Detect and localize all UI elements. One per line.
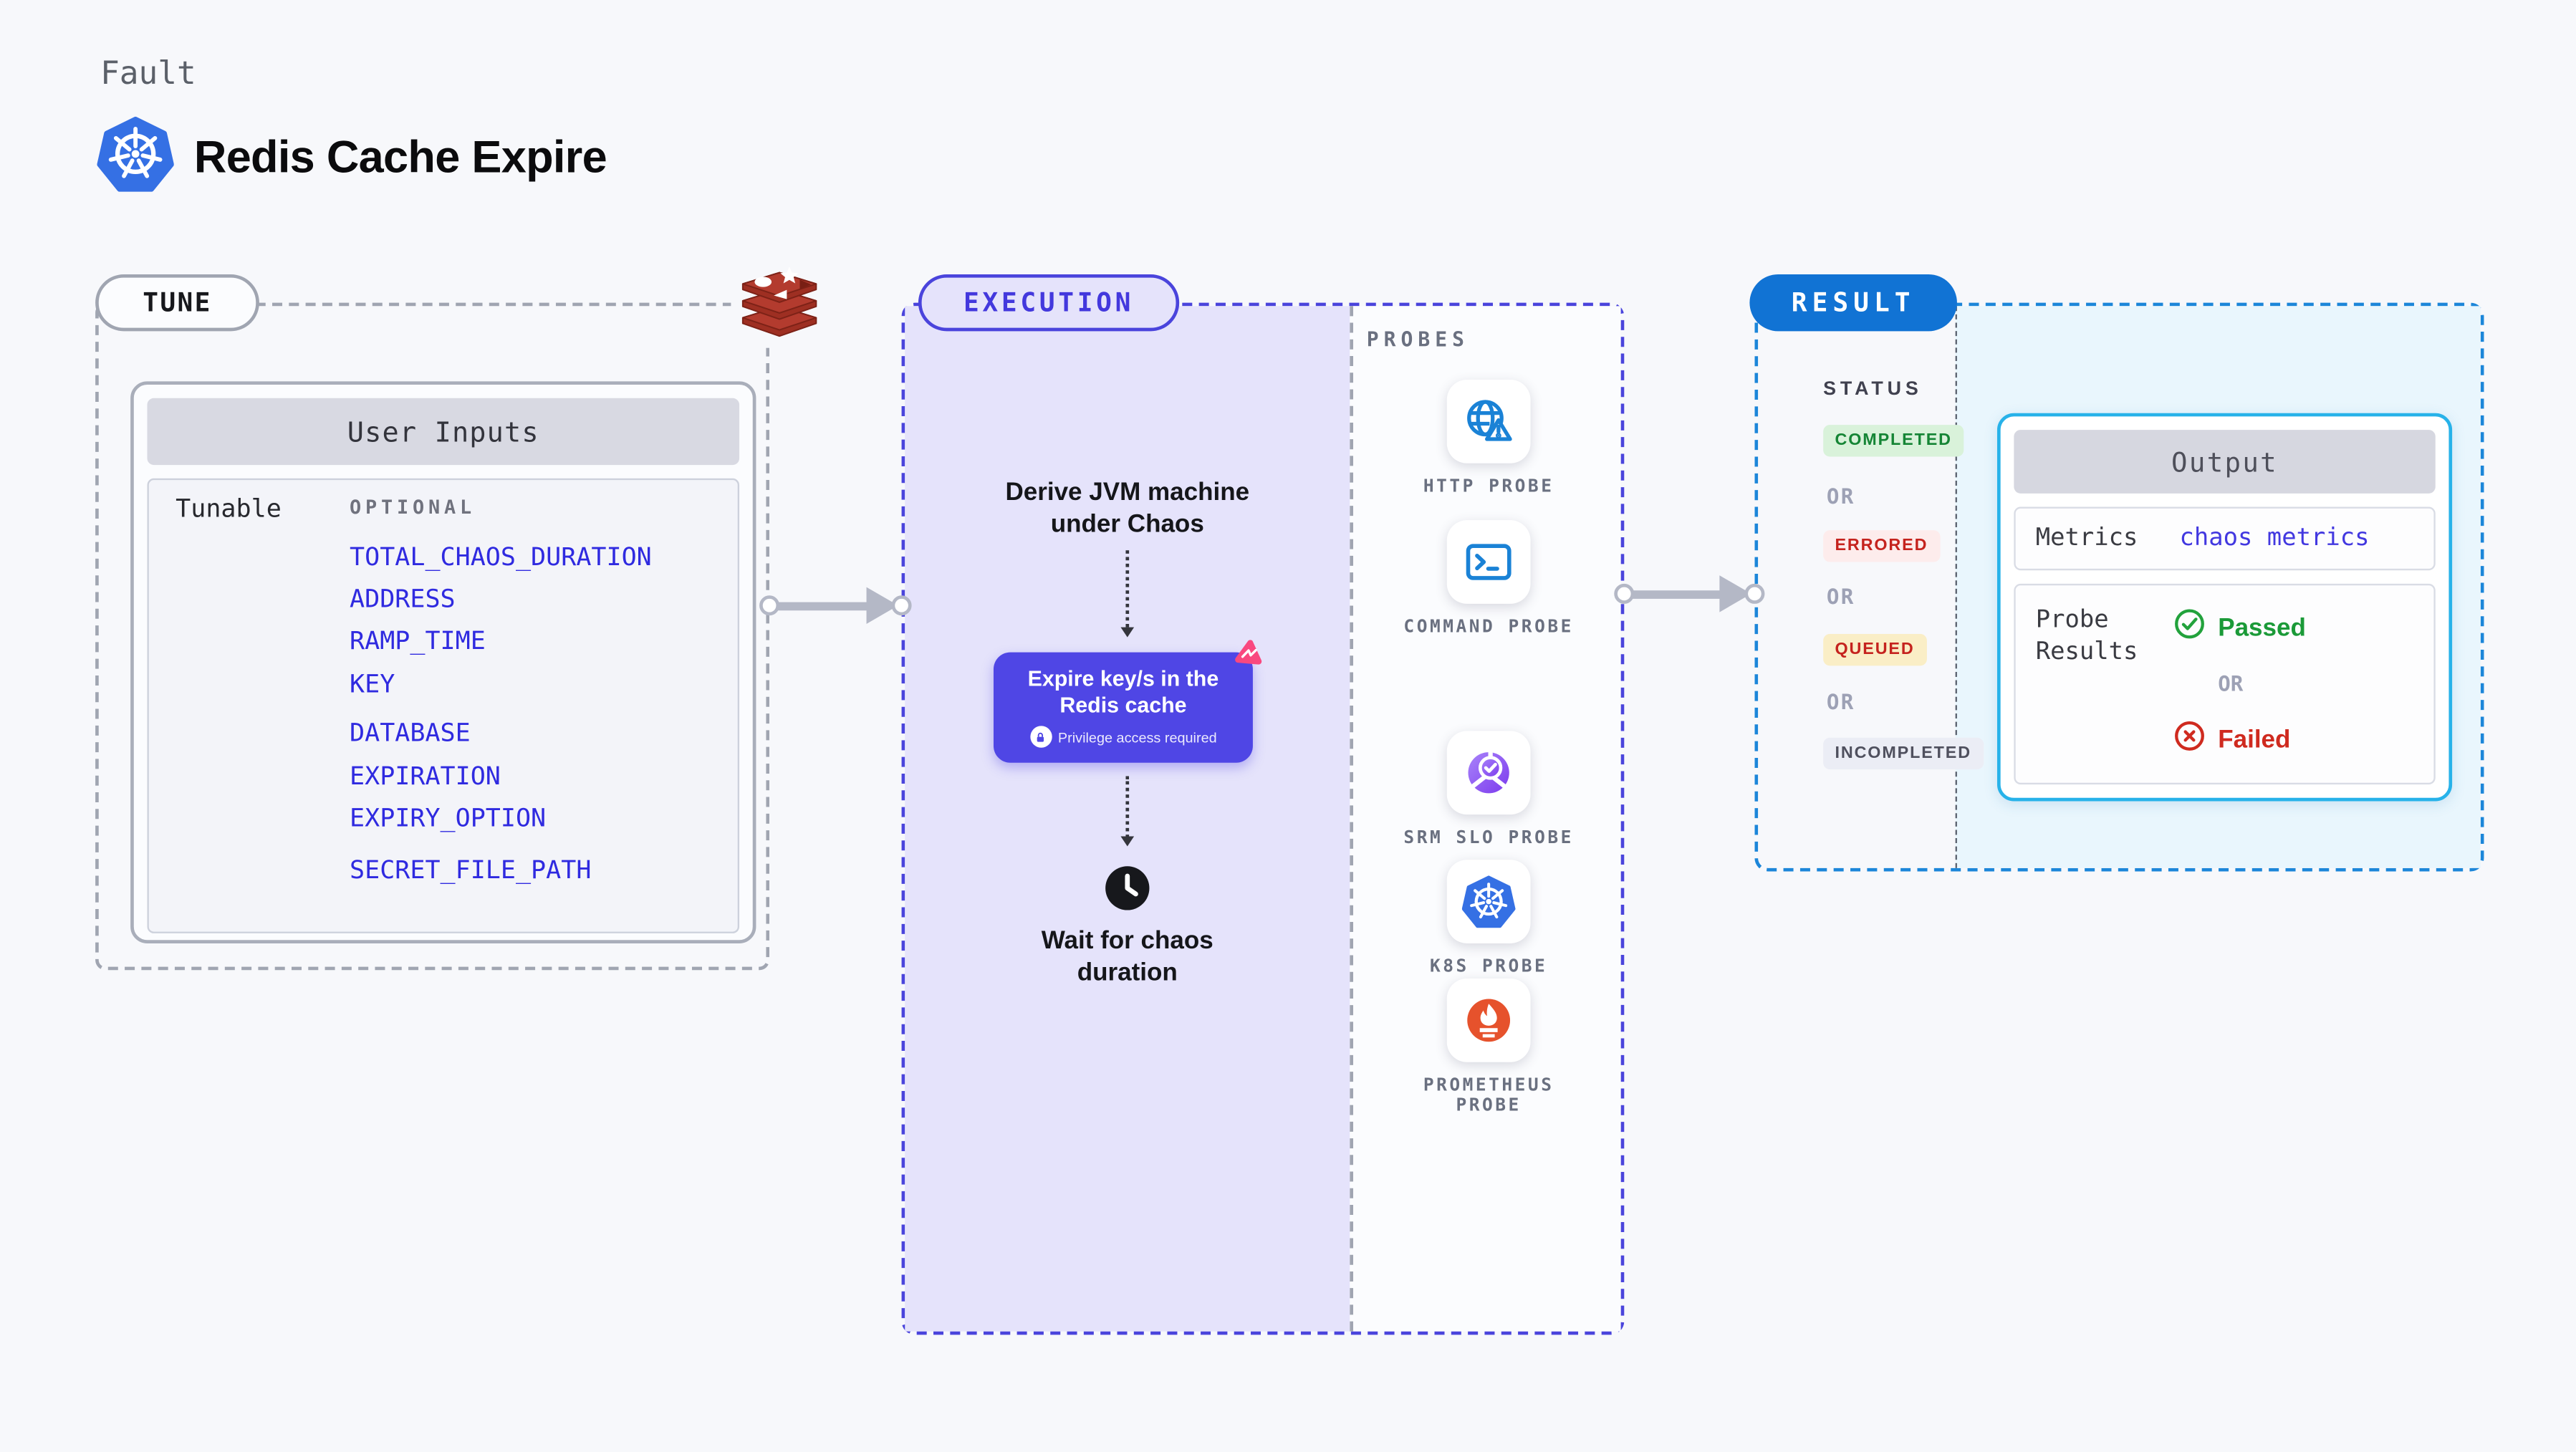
fault-eyebrow-label: Fault <box>100 55 196 92</box>
probes-column-label: PROBES <box>1366 327 1469 352</box>
probe-label: SRM SLO PROBE <box>1403 827 1574 848</box>
param-link[interactable]: RAMP_TIME <box>350 625 486 656</box>
metrics-value-link[interactable]: chaos metrics <box>2179 525 2370 552</box>
result-lane-divider <box>1955 306 1957 868</box>
or-separator: OR <box>1826 483 1855 509</box>
clock-icon <box>1102 863 1153 913</box>
tunable-row-label: Tunable <box>176 493 282 524</box>
metrics-row: Metrics chaos metrics <box>2014 506 2436 571</box>
result-pill: RESULT <box>1749 274 1957 332</box>
page-title: Redis Cache Expire <box>193 132 607 183</box>
connector-dot-icon <box>1744 583 1765 604</box>
user-inputs-header: User Inputs <box>147 398 740 466</box>
output-card: Output Metrics chaos metrics Probe Resul… <box>1996 413 2453 802</box>
slo-donut-icon <box>1446 731 1531 815</box>
execution-to-result-arrow <box>1614 575 1765 612</box>
or-separator: OR <box>1826 583 1855 609</box>
optional-column-label: OPTIONAL <box>350 495 476 519</box>
privilege-row: Privilege access required <box>994 726 1253 748</box>
status-column-label: STATUS <box>1823 380 1923 400</box>
connector-dot-icon <box>759 595 780 616</box>
probe-results-row: Probe Results Passed OR <box>2014 583 2436 785</box>
tune-to-execution-arrow <box>759 587 912 624</box>
connector-dot-icon <box>1614 583 1635 604</box>
wait-step-text: Wait for chaos duration <box>1041 926 1213 986</box>
failed-result: Failed <box>2173 719 2290 761</box>
privilege-note: Privilege access required <box>1057 728 1217 746</box>
redis-icon <box>731 251 828 348</box>
probe-label: HTTP PROBE <box>1423 476 1554 497</box>
derive-step-text: Derive JVM machine under Chaos <box>1005 478 1250 538</box>
param-link[interactable]: DATABASE <box>350 717 471 748</box>
or-separator: OR <box>2218 670 2244 696</box>
action-title-line1: Expire key/s in the <box>1027 665 1219 691</box>
page-title-row: Redis Cache Expire <box>97 115 607 201</box>
check-circle-icon <box>2173 607 2206 649</box>
probe-item-http: HTTP PROBE <box>1350 380 1628 496</box>
status-badge-errored: ERRORED <box>1823 530 1940 562</box>
tune-pill: TUNE <box>95 274 259 332</box>
metrics-label: Metrics <box>2035 525 2138 552</box>
probe-item-srm-slo: SRM SLO PROBE <box>1350 731 1628 848</box>
kubernetes-icon <box>97 115 174 201</box>
param-link[interactable]: ADDRESS <box>350 583 456 614</box>
param-link[interactable]: SECRET_FILE_PATH <box>350 855 592 885</box>
param-link[interactable]: KEY <box>350 669 395 700</box>
connector-dot-icon <box>891 595 912 616</box>
user-inputs-panel: Tunable OPTIONAL TOTAL_CHAOS_DURATION AD… <box>147 478 740 933</box>
probe-results-label: Probe Results <box>2035 607 2138 666</box>
param-link[interactable]: EXPIRATION <box>350 761 501 792</box>
user-inputs-card: User Inputs Tunable OPTIONAL TOTAL_CHAOS… <box>130 381 756 943</box>
probe-item-k8s: K8S PROBE <box>1350 860 1628 977</box>
probes-lane-divider <box>1350 306 1354 1332</box>
probe-item-command: COMMAND PROBE <box>1350 520 1628 638</box>
status-badge-queued: QUEUED <box>1823 633 1926 666</box>
probe-label: PROMETHEUS PROBE <box>1423 1075 1554 1116</box>
flow-dotted-arrow <box>1120 776 1135 847</box>
status-badge-incompleted: INCOMPLETED <box>1823 737 1984 770</box>
flow-dotted-arrow <box>1120 550 1135 638</box>
passed-result: Passed <box>2173 607 2306 649</box>
globe-alert-icon <box>1446 380 1531 463</box>
tune-section-box <box>95 302 770 971</box>
lock-icon <box>1029 726 1052 748</box>
execution-section-box: Derive JVM machine under Chaos Expire ke… <box>901 302 1628 1335</box>
chaos-action-card: Expire key/s in the Redis cache Privileg… <box>993 640 1262 763</box>
x-circle-icon <box>2173 719 2206 761</box>
param-link[interactable]: TOTAL_CHAOS_DURATION <box>350 542 652 572</box>
probes-lane-background <box>1350 306 1621 1332</box>
kubernetes-icon <box>1446 860 1531 943</box>
probe-label: COMMAND PROBE <box>1403 617 1574 638</box>
result-section-box: STATUS COMPLETED OR ERRORED OR QUEUED OR… <box>1754 302 2484 872</box>
terminal-icon <box>1446 520 1531 604</box>
failed-label: Failed <box>2218 726 2291 755</box>
or-separator: OR <box>1826 689 1855 715</box>
probe-item-prometheus: PROMETHEUS PROBE <box>1350 978 1628 1116</box>
execution-pill: EXECUTION <box>918 274 1180 332</box>
output-header: Output <box>2014 430 2436 494</box>
action-title-line2: Redis cache <box>1059 692 1187 718</box>
probe-label: K8S PROBE <box>1429 956 1548 977</box>
passed-label: Passed <box>2218 613 2306 643</box>
litmus-chaos-icon <box>1231 638 1265 671</box>
status-badge-completed: COMPLETED <box>1823 425 1964 457</box>
param-link[interactable]: EXPIRY_OPTION <box>350 802 547 833</box>
prometheus-icon <box>1446 978 1531 1062</box>
